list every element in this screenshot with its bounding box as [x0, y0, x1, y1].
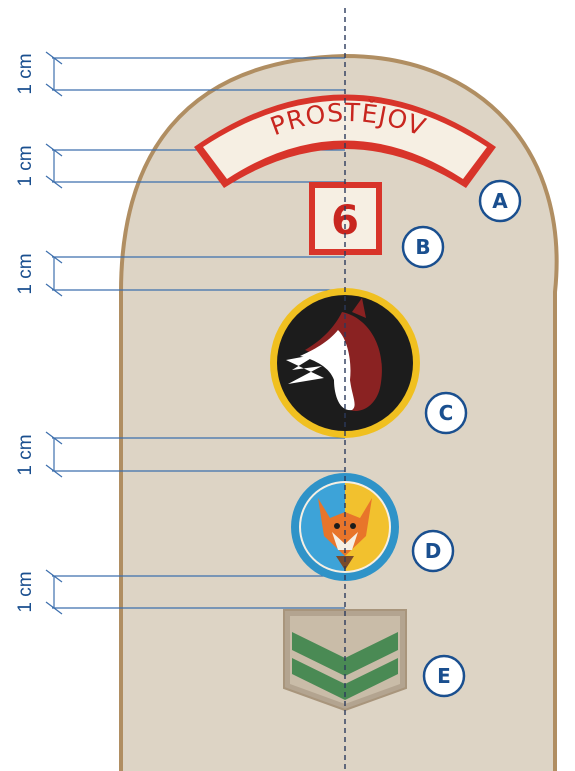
callout-e-letter: E — [437, 664, 451, 688]
town-name-arc-patch: PROSTĚJOV — [194, 94, 496, 188]
callout-a: A — [478, 179, 522, 223]
dimension-label: 1 cm — [15, 434, 36, 475]
callout-d: D — [411, 529, 455, 573]
callout-d-letter: D — [425, 539, 442, 563]
dimension-label: 1 cm — [15, 571, 36, 612]
dimension-label: 1 cm — [15, 253, 36, 294]
callout-b: B — [401, 225, 445, 269]
fox-icon — [291, 473, 399, 581]
dimension-label: 1 cm — [15, 53, 36, 94]
callout-e: E — [422, 654, 466, 698]
callout-c: C — [424, 391, 468, 435]
callout-a-letter: A — [492, 189, 508, 213]
callout-c-letter: C — [439, 401, 454, 425]
dimension-label: 1 cm — [15, 145, 36, 186]
callout-b-letter: B — [415, 235, 430, 259]
